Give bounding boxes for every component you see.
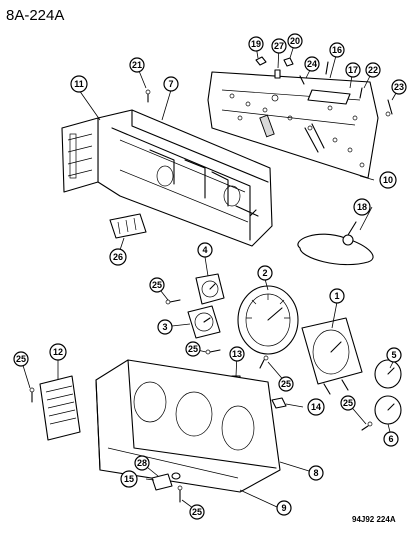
callout-label: 2 bbox=[262, 268, 267, 278]
callout-25b: 25 bbox=[185, 341, 201, 357]
callout-label: 12 bbox=[53, 347, 63, 357]
callout-label: 24 bbox=[307, 59, 317, 69]
callout-label: 26 bbox=[113, 252, 123, 262]
callout-label: 10 bbox=[383, 175, 393, 185]
callout-label: 16 bbox=[332, 45, 342, 55]
callout-25d: 25 bbox=[13, 351, 29, 367]
callout-label: 22 bbox=[368, 65, 378, 75]
callout-label: 20 bbox=[290, 36, 300, 46]
speedometer bbox=[237, 285, 299, 355]
cluster-housing bbox=[61, 109, 273, 247]
callout-label: 11 bbox=[74, 79, 84, 89]
voltmeter-gauge bbox=[374, 395, 402, 425]
callout-label: 1 bbox=[334, 291, 339, 301]
callout-21: 21 bbox=[129, 57, 145, 73]
callout-label: 9 bbox=[281, 503, 286, 513]
callout-label: 28 bbox=[137, 458, 147, 468]
callout-label: 8 bbox=[313, 468, 318, 478]
callout-8: 8 bbox=[308, 465, 324, 481]
oil-pressure-gauge bbox=[374, 359, 402, 389]
callout-label: 25 bbox=[188, 344, 198, 354]
callout-label: 13 bbox=[232, 349, 242, 359]
callout-26: 26 bbox=[109, 248, 127, 266]
callout-22: 22 bbox=[365, 62, 381, 78]
callout-25e: 25 bbox=[340, 395, 356, 411]
callout-label: 27 bbox=[274, 41, 284, 51]
callout-label: 17 bbox=[348, 65, 358, 75]
callout-14: 14 bbox=[307, 398, 325, 416]
callout-9: 9 bbox=[276, 500, 292, 516]
callout-12: 12 bbox=[49, 343, 67, 361]
callout-25c: 25 bbox=[278, 376, 294, 392]
screws bbox=[29, 89, 373, 503]
bulb-and-socket bbox=[151, 472, 181, 491]
callout-23: 23 bbox=[391, 79, 407, 95]
callout-24: 24 bbox=[304, 56, 320, 72]
callout-label: 25 bbox=[192, 507, 202, 517]
callout-18: 18 bbox=[353, 198, 371, 216]
callout-label: 14 bbox=[311, 402, 321, 412]
callout-4: 4 bbox=[197, 242, 213, 258]
callout-label: 25 bbox=[281, 379, 291, 389]
callout-label: 25 bbox=[152, 280, 162, 290]
callout-10: 10 bbox=[379, 171, 397, 189]
callout-label: 3 bbox=[162, 322, 167, 332]
callout-25f: 25 bbox=[189, 504, 205, 520]
connector bbox=[109, 213, 147, 239]
callout-5: 5 bbox=[386, 347, 402, 363]
cluster-bezel bbox=[95, 359, 281, 493]
figure-code: 94J92 224A bbox=[352, 515, 396, 524]
callout-label: 15 bbox=[124, 474, 134, 484]
fuel-gauge bbox=[195, 273, 225, 305]
callout-11: 11 bbox=[70, 75, 88, 93]
callout-3: 3 bbox=[157, 319, 173, 335]
callout-label: 6 bbox=[388, 434, 393, 444]
callout-7: 7 bbox=[163, 76, 179, 92]
callout-25a: 25 bbox=[149, 277, 165, 293]
callout-label: 19 bbox=[251, 39, 261, 49]
callout-label: 18 bbox=[357, 202, 367, 212]
callout-20: 20 bbox=[287, 33, 303, 49]
lens-panel bbox=[39, 375, 81, 441]
callout-17: 17 bbox=[345, 62, 361, 78]
callout-13: 13 bbox=[229, 346, 245, 362]
callout-label: 4 bbox=[202, 245, 207, 255]
callout-27: 27 bbox=[271, 38, 287, 54]
temperature-gauge bbox=[187, 305, 221, 339]
callout-label: 25 bbox=[16, 354, 26, 364]
callout-16: 16 bbox=[329, 42, 345, 58]
tachometer bbox=[301, 317, 363, 395]
diagram-title: 8A-224A bbox=[6, 7, 64, 24]
callout-label: 25 bbox=[343, 398, 353, 408]
callout-6: 6 bbox=[383, 431, 399, 447]
callout-label: 21 bbox=[132, 60, 142, 70]
callout-19: 19 bbox=[248, 36, 264, 52]
bulb-socket-parts bbox=[255, 56, 393, 117]
callout-15: 15 bbox=[120, 470, 138, 488]
callout-label: 23 bbox=[394, 82, 404, 92]
callout-2: 2 bbox=[257, 265, 273, 281]
callout-1: 1 bbox=[329, 288, 345, 304]
wire-harness bbox=[297, 221, 374, 266]
callout-label: 5 bbox=[391, 350, 396, 360]
callout-28: 28 bbox=[134, 455, 150, 471]
callout-label: 7 bbox=[168, 79, 173, 89]
